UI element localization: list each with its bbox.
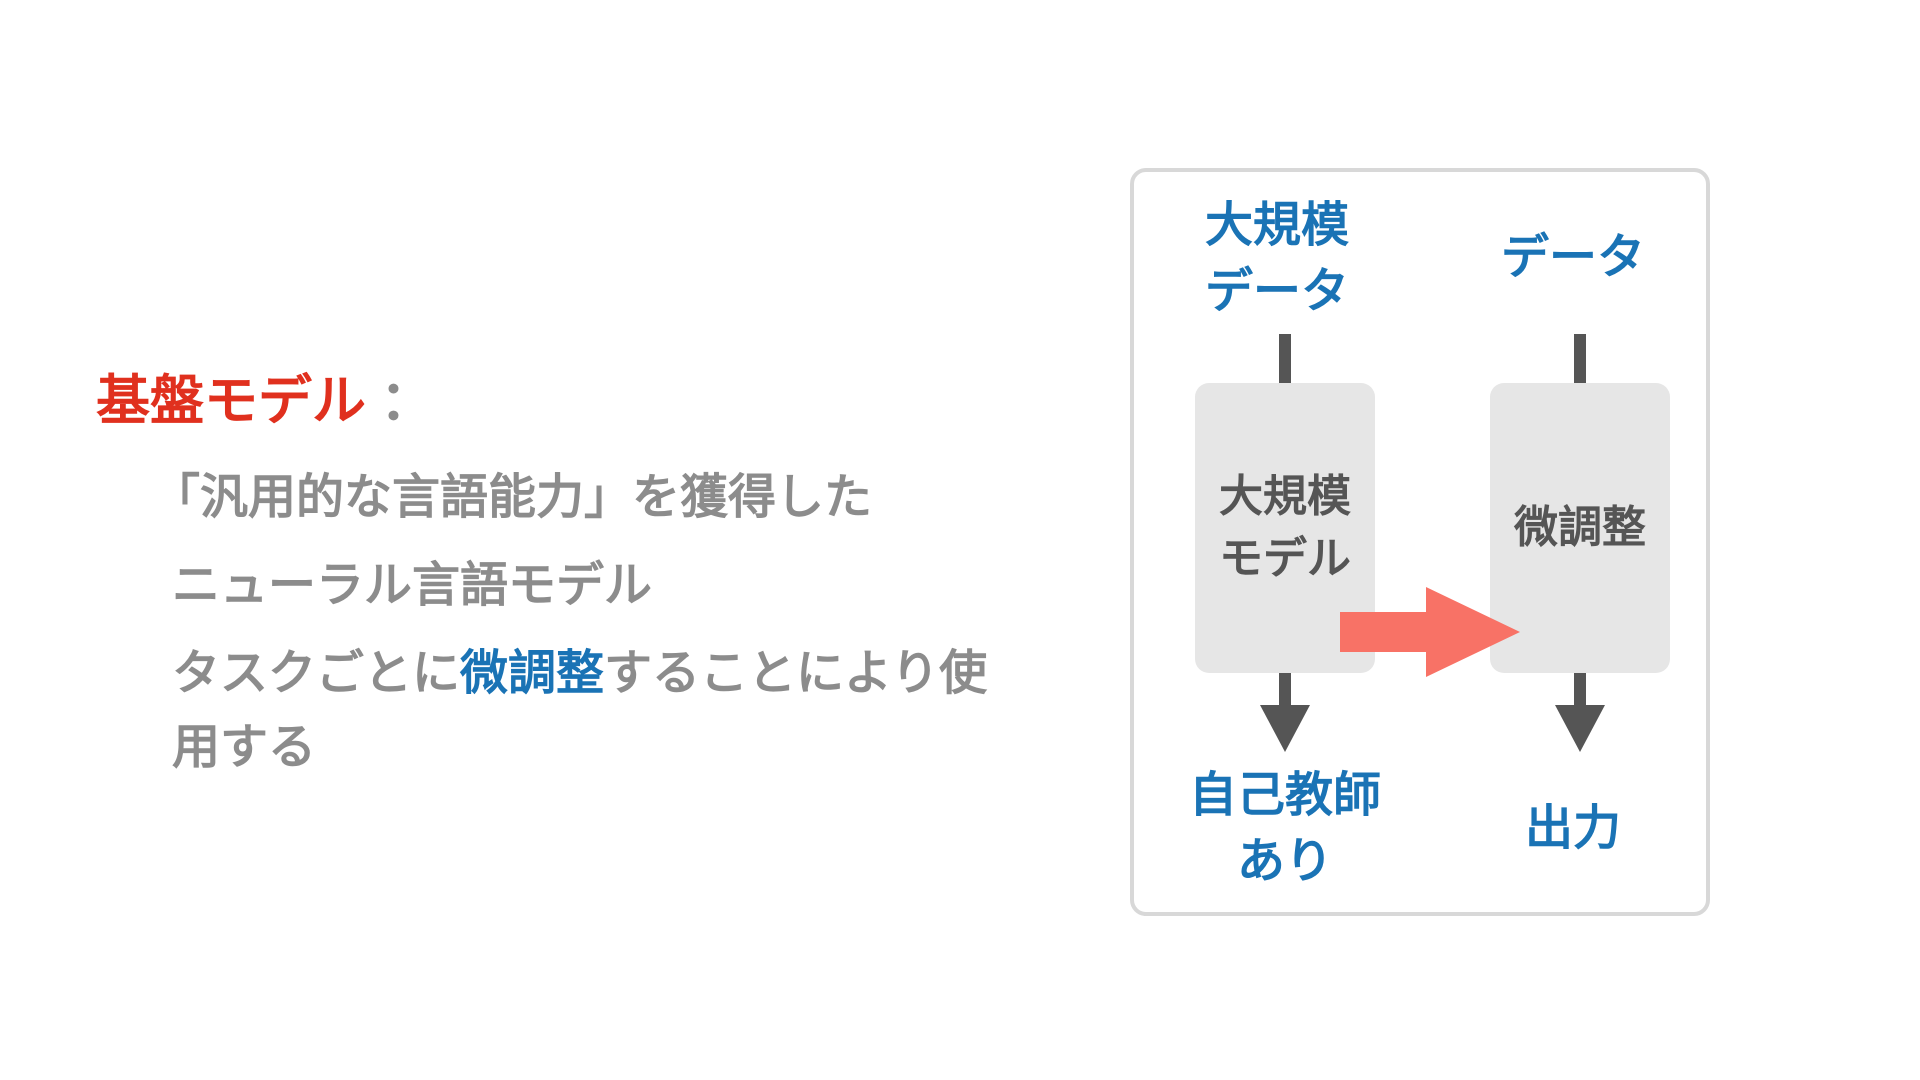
heading-term: 基盤モデル [96,369,366,432]
heading: 基盤モデル： [96,368,434,434]
left-top-label: 大規模 データ [1137,192,1417,324]
left-output-arrow-stem [1279,673,1291,707]
heading-colon: ： [380,369,434,432]
transfer-arrow [1340,587,1520,677]
left-input-line [1279,334,1291,383]
left-bottom-label-line1: 自己教師 [1188,767,1381,823]
right-box-label: 微調整 [1514,502,1646,553]
left-output-arrow-head [1260,705,1310,752]
bullet-3-post: することにより使用する [172,645,988,775]
right-bottom-label: 出力 [1524,800,1621,856]
left-top-label-line2: データ [1204,263,1349,319]
right-output-arrow-stem [1574,673,1586,707]
right-input-line [1574,334,1586,383]
left-bottom-label-line2: あり [1236,833,1333,889]
bullet-3-highlight: 微調整 [460,645,605,701]
bullet-3-pre: タスクごとに [172,645,461,701]
left-box-line2: モデル [1219,533,1351,584]
left-bottom-label: 自己教師 あり [1145,762,1425,894]
right-output-arrow-head [1555,705,1605,752]
left-box-line1: 大規模 [1219,471,1351,522]
bullet-1: 「汎用的な言語能力」を獲得した [152,469,873,525]
left-top-label-line1: 大規模 [1204,197,1349,253]
right-finetune-box: 微調整 [1490,383,1670,673]
bullet-2: ニューラル言語モデル [172,557,653,613]
right-top-label: データ [1500,229,1645,285]
bullet-3: タスクごとに微調整することにより使用する [172,636,992,784]
